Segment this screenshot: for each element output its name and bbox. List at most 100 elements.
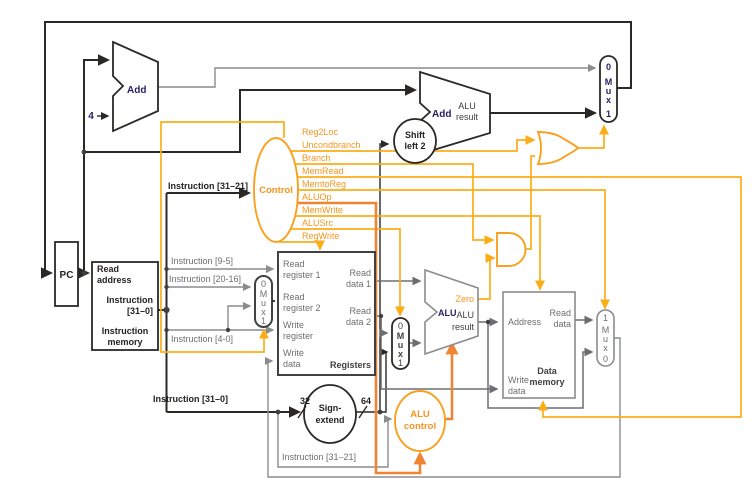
memmux-x: x: [603, 343, 608, 353]
alusrcmux-x: x: [398, 349, 403, 359]
regmux-in0: 0: [261, 279, 266, 289]
signal-memtoreg: MemtoReg: [302, 179, 346, 189]
imem-out-line2: [31–0]: [127, 306, 153, 316]
registers-rd1-line2: data 1: [346, 279, 371, 289]
junction-dot: [164, 266, 169, 272]
dmem-address-label: Address: [508, 317, 542, 327]
registers-wd-line2: data: [283, 359, 301, 369]
topmux-m: M: [605, 77, 613, 87]
junction-dot: [164, 327, 169, 333]
signal-reg2loc: Reg2Loc: [302, 127, 339, 137]
dmem-title-line1: Data: [537, 366, 558, 376]
instr-label-31-0: Instruction [31–0]: [153, 394, 228, 404]
alu-label: ALU: [438, 308, 457, 318]
alu-shape: [424, 268, 479, 356]
alusrc-mux: [391, 317, 410, 370]
dmem-readdata-line2: data: [553, 319, 571, 329]
dmem-title-line2: memory: [529, 377, 564, 387]
signextend-width-32: 32: [300, 396, 310, 406]
add2-label: Add: [432, 109, 451, 120]
sign-extend-oval: [303, 384, 357, 444]
junction-dot: [275, 409, 281, 415]
signextend-line2: extend: [315, 415, 344, 425]
alu-result-line1: ALU: [456, 310, 474, 320]
wire-pc-to-add2: [84, 84, 417, 153]
registers-rr1-line1: Read: [283, 259, 305, 269]
dmem-writedata-line2: data: [508, 386, 526, 396]
instr-label-4-0: Instruction [4-0]: [171, 334, 233, 344]
control-label: Control: [259, 185, 293, 196]
regmux-m: M: [260, 289, 268, 299]
control-oval: [253, 137, 299, 243]
registers-rr1-line2: register 1: [283, 270, 321, 280]
black-wires: [41, 21, 632, 418]
junction-dot: [163, 306, 170, 314]
topmux-u: u: [606, 86, 612, 96]
junction-dot: [378, 313, 384, 319]
memmux-u: u: [603, 334, 608, 344]
wire-aluop: [296, 201, 427, 475]
signextend-width-64: 64: [361, 396, 371, 406]
registers-rr2-line1: Read: [283, 292, 305, 302]
registers-rd2-line2: data 2: [346, 317, 371, 327]
pc-box: [54, 241, 79, 307]
shift-left-2-oval: [393, 118, 437, 164]
instr-label-to-control: Instruction [31–21]: [168, 181, 248, 191]
wire-memread: [297, 176, 742, 418]
alu-zero-label: Zero: [455, 294, 474, 304]
pc-label: PC: [60, 270, 74, 281]
imem-title-line2: memory: [107, 337, 142, 347]
pc-source-mux: [599, 55, 618, 123]
signal-branch: Branch: [302, 153, 331, 163]
junction-dot: [377, 409, 383, 415]
wire-alucontrol-to-alu: [444, 341, 459, 421]
wire-signextend-to-alusrcmux: [356, 347, 389, 413]
registers-rd1-line1: Read: [349, 268, 371, 278]
registers-rd2-line1: Read: [349, 306, 371, 316]
component-shapes: [54, 40, 618, 452]
wire-readdata2-to-dmem: [380, 316, 499, 394]
wire-zero-to-and: [478, 253, 496, 300]
wire-and-to-or: [524, 155, 535, 250]
wire-pc-to-add1: [83, 54, 110, 273]
gray-wires: [157, 63, 621, 478]
add1-label: Add: [127, 85, 146, 96]
signal-memwrite: MemWrite: [302, 205, 343, 215]
instruction-memory-box: [91, 261, 159, 351]
memmux-m: M: [602, 325, 610, 335]
signal-uncondbranch: Uncondbranch: [302, 140, 361, 150]
or-gate: [536, 131, 580, 165]
registers-wr-line1: Write: [283, 320, 304, 330]
darkgray-wires: [375, 276, 594, 409]
registers-box: [277, 251, 376, 376]
memtoreg-mux: [596, 309, 615, 367]
wire-reg2loc: [160, 121, 285, 353]
topmux-in0: 0: [606, 62, 611, 72]
junction-dot: [81, 270, 87, 276]
wire-instr31-21-to-alucontrol: [277, 412, 393, 468]
wire-pc-feedback-loop: [41, 21, 632, 279]
registers-wr-line2: register: [283, 331, 313, 341]
add2-result-line2: result: [456, 112, 479, 122]
wire-memtoreg: [297, 189, 610, 310]
alusrcmux-m: M: [397, 331, 405, 341]
topmux-x: x: [606, 95, 611, 105]
regmux-x: x: [261, 307, 266, 317]
signal-regwrite: RegWrite: [302, 231, 339, 241]
instr-label-9-5: Instruction [9-5]: [171, 256, 233, 266]
registers-rr2-line2: register 2: [283, 303, 321, 313]
registers-title: Registers: [330, 360, 371, 370]
junction-dot: [225, 327, 231, 333]
regmux-u: u: [261, 298, 266, 308]
junction-dots: [81, 149, 491, 415]
and-gate: [496, 232, 527, 267]
junction-dot: [81, 149, 87, 155]
const4-label: 4: [88, 111, 94, 122]
wire-signextend-to-shift: [379, 139, 390, 412]
add2-result-line1: ALU: [458, 101, 476, 111]
instr-label-31-21-bottom: Instruction [31–21]: [282, 452, 356, 462]
imem-out-line1: Instruction: [107, 295, 154, 305]
alusrcmux-u: u: [398, 340, 404, 350]
memmux-in0: 0: [603, 354, 608, 364]
signextend-line1: Sign-: [319, 403, 342, 413]
